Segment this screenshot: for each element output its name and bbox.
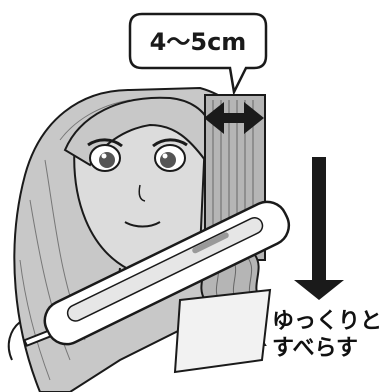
iron-cord bbox=[9, 322, 20, 360]
instruction-line-2: すべらす bbox=[272, 335, 380, 362]
measurement-label: 4〜5cm bbox=[150, 28, 247, 56]
towel bbox=[175, 290, 270, 372]
instruction-text: ゆっくりと すべらす bbox=[272, 308, 380, 362]
measurement-bubble: 4〜5cm bbox=[130, 14, 266, 92]
instruction-line-1: ゆっくりと bbox=[272, 308, 380, 335]
downward-arrow-icon bbox=[294, 157, 344, 300]
